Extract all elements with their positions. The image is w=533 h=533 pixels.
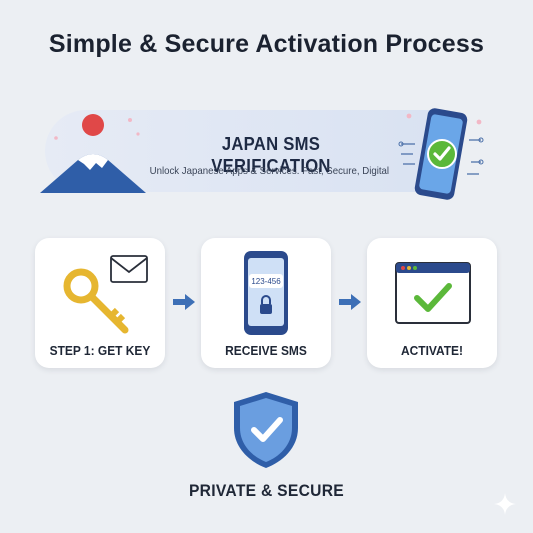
shield-check-icon (234, 392, 298, 468)
mount-fuji-icon (40, 114, 146, 193)
sparkle-icon (494, 493, 516, 515)
step-label-activate: ACTIVATE! (400, 343, 464, 358)
phone-code-icon: 123-456 (244, 251, 288, 335)
phone-verified-icon (398, 108, 484, 200)
step-label-receive-sms: RECEIVE SMS (225, 343, 307, 358)
private-secure-label: PRIVATE & SECURE (188, 481, 345, 500)
page-title: Simple & Secure Activation Process (48, 30, 485, 58)
step-card-receive-sms: 123-456 RECEIVE SMS (201, 238, 331, 368)
arrow-right-icon (173, 294, 195, 310)
browser-check-icon (395, 262, 471, 324)
step-card-get-key: STEP 1: GET KEY (35, 238, 165, 368)
step-label-get-key: STEP 1: GET KEY (49, 343, 151, 358)
banner-title: JAPAN SMS VERIFICATION (211, 133, 331, 176)
banner-subtitle: Unlock Japanese Apps & Services. Fast, S… (149, 165, 390, 177)
key-envelope-icon (63, 255, 148, 334)
arrow-right-icon (339, 294, 361, 310)
step-card-activate: ACTIVATE! (367, 238, 497, 368)
sms-code: 123-456 (251, 277, 281, 286)
